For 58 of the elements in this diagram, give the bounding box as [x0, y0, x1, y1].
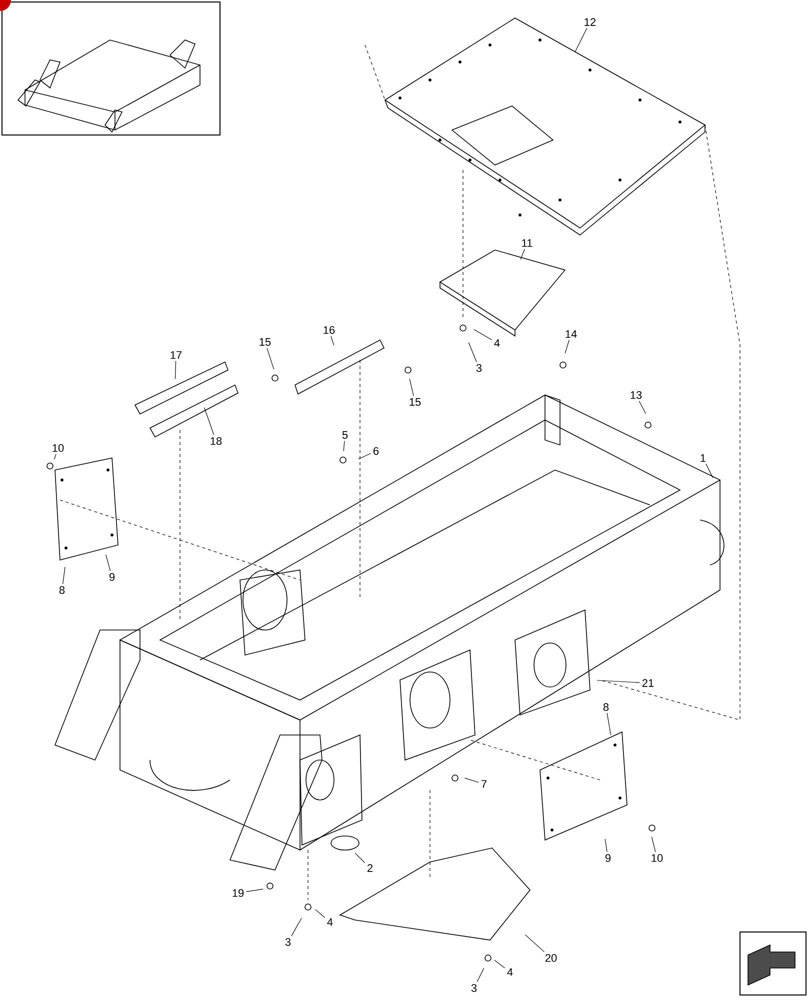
callout-number: 19 — [232, 889, 244, 897]
callout-number: 17 — [170, 351, 182, 359]
callout-number: 13 — [630, 391, 642, 399]
callout-number: 3 — [476, 364, 482, 372]
callout-number: 6 — [374, 447, 379, 455]
callout-number: 10 — [52, 444, 64, 452]
callout-number: 11 — [522, 239, 532, 247]
leader-line — [354, 852, 366, 864]
leader-line — [651, 836, 656, 852]
callout-number: 9 — [605, 854, 611, 862]
callout-number: 2 — [368, 864, 373, 872]
callout-number: 8 — [603, 703, 609, 711]
leader-line — [246, 888, 264, 892]
leader-line — [596, 680, 640, 683]
callout-number: 4 — [327, 918, 333, 926]
callout-number: 9 — [109, 573, 115, 581]
callout-number: 4 — [507, 968, 513, 976]
leader-line — [520, 248, 525, 260]
leader-line — [291, 918, 302, 936]
leader-line — [606, 712, 612, 736]
leader-line — [468, 342, 477, 362]
callout-number: 3 — [285, 938, 291, 946]
leader-line — [524, 934, 545, 952]
leader-line — [494, 960, 506, 968]
leader-line — [474, 329, 492, 340]
leader-line — [174, 360, 176, 380]
leader-line — [564, 340, 570, 354]
callout-number: 14 — [566, 330, 577, 338]
callout-number: 8 — [59, 586, 65, 594]
callout-number: 1 — [700, 454, 706, 462]
leader-line — [706, 464, 714, 478]
leader-line — [62, 566, 66, 584]
leader-line — [315, 909, 326, 918]
leader-line — [604, 838, 608, 852]
leader-line — [476, 968, 484, 982]
callout-number: 5 — [342, 431, 348, 439]
leader-line — [204, 407, 214, 436]
leader-line — [330, 336, 334, 346]
callout-number: 4 — [494, 339, 500, 347]
leader-line — [464, 778, 480, 783]
leader-line — [574, 28, 588, 52]
callout-number: 16 — [324, 326, 335, 334]
leader-line — [266, 348, 274, 370]
callout-number: 10 — [652, 854, 663, 862]
callout-number: 21 — [642, 679, 654, 687]
leader-line — [409, 378, 414, 396]
callout-number: 12 — [584, 18, 596, 26]
callout-number: 20 — [545, 954, 557, 962]
callout-number: 18 — [210, 437, 222, 445]
callout-number: 15 — [260, 338, 271, 346]
leader-line — [106, 554, 111, 572]
leader-line — [54, 454, 56, 460]
leader-line — [343, 440, 345, 452]
callout-number: 15 — [410, 398, 421, 406]
leader-line — [638, 400, 646, 414]
callout-number: 7 — [482, 780, 487, 788]
callout-number: 3 — [471, 984, 477, 992]
leader-line — [358, 453, 372, 460]
